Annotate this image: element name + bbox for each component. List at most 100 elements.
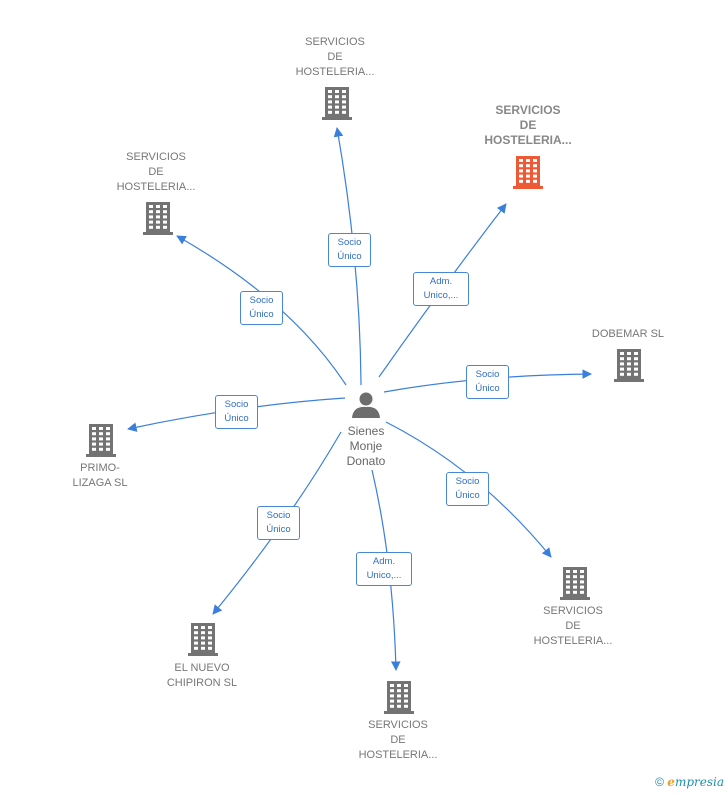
building-window bbox=[92, 437, 96, 441]
company-label-c8[interactable]: SERVICIOS DE HOSTELERIA... bbox=[358, 719, 438, 761]
building-window bbox=[404, 704, 408, 708]
building-window bbox=[533, 179, 537, 183]
person-body bbox=[352, 406, 380, 418]
relation-label-c2[interactable]: Adm. Unico,... bbox=[413, 272, 469, 306]
building-window bbox=[156, 210, 160, 214]
building-window bbox=[156, 215, 160, 219]
building-window bbox=[156, 220, 160, 224]
building-window bbox=[208, 641, 212, 645]
building-window bbox=[149, 225, 153, 229]
building-window bbox=[328, 110, 332, 114]
building-base bbox=[384, 711, 414, 714]
company-label-c4[interactable]: DOBEMAR SL bbox=[591, 328, 665, 340]
person-icon[interactable] bbox=[352, 392, 380, 419]
building-window bbox=[634, 372, 638, 376]
company-building-icon-c6[interactable] bbox=[560, 567, 590, 600]
company-building-icon-c7[interactable] bbox=[188, 623, 218, 656]
person-name[interactable]: Sienes Monje Donato bbox=[346, 424, 386, 468]
building-window bbox=[194, 626, 198, 629]
building-window bbox=[566, 575, 570, 579]
relation-label-c4[interactable]: Socio Único bbox=[466, 365, 509, 399]
brand-logo-e: e bbox=[667, 775, 675, 789]
company-building-icon-c2[interactable] bbox=[513, 156, 543, 189]
building-window bbox=[519, 179, 523, 183]
building-window bbox=[156, 205, 160, 208]
building-window bbox=[533, 174, 537, 178]
company-label-c6[interactable]: SERVICIOS DE HOSTELERIA... bbox=[533, 605, 613, 647]
relation-label-c5[interactable]: Socio Único bbox=[215, 395, 258, 429]
company-building-icon-c3[interactable] bbox=[143, 202, 173, 235]
building-window bbox=[404, 689, 408, 693]
building-window bbox=[634, 352, 638, 355]
building-window bbox=[634, 357, 638, 361]
building-window bbox=[390, 694, 394, 698]
building-window bbox=[580, 580, 584, 584]
building-window bbox=[194, 646, 198, 650]
building-window bbox=[573, 590, 577, 594]
building-window bbox=[627, 372, 631, 376]
building-window bbox=[404, 684, 408, 687]
relation-label-c3[interactable]: Socio Único bbox=[240, 291, 283, 325]
company-building-icon-c1[interactable] bbox=[322, 87, 352, 120]
building-window bbox=[519, 174, 523, 178]
company-building-icon-c5[interactable] bbox=[86, 424, 116, 457]
company-label-c3[interactable]: SERVICIOS DE HOSTELERIA... bbox=[116, 151, 196, 193]
company-label-c5[interactable]: PRIMO- LIZAGA SL bbox=[72, 462, 128, 489]
company-building-icon-c8[interactable] bbox=[384, 681, 414, 714]
building-window bbox=[328, 95, 332, 99]
building-window bbox=[620, 367, 624, 371]
building-window bbox=[390, 704, 394, 708]
building-window bbox=[208, 646, 212, 650]
building-window bbox=[335, 100, 339, 104]
building-window bbox=[335, 95, 339, 99]
building-window bbox=[99, 432, 103, 436]
building-window bbox=[335, 105, 339, 109]
building-window bbox=[92, 427, 96, 430]
brand-watermark: © empresia bbox=[655, 775, 724, 789]
building-window bbox=[99, 437, 103, 441]
building-window bbox=[533, 164, 537, 168]
building-window bbox=[627, 367, 631, 371]
relation-label-c7[interactable]: Socio Único bbox=[257, 506, 300, 540]
building-window bbox=[627, 357, 631, 361]
building-window bbox=[106, 447, 110, 451]
relation-label-c1[interactable]: Socio Único bbox=[328, 233, 371, 267]
building-window bbox=[519, 159, 523, 162]
building-window bbox=[404, 694, 408, 698]
company-label-c7[interactable]: EL NUEVO CHIPIRON SL bbox=[166, 662, 238, 689]
building-window bbox=[106, 437, 110, 441]
building-window bbox=[526, 169, 530, 173]
building-window bbox=[390, 699, 394, 703]
building-window bbox=[201, 646, 205, 650]
building-window bbox=[342, 100, 346, 104]
building-window bbox=[328, 100, 332, 104]
building-window bbox=[201, 631, 205, 635]
building-window bbox=[99, 427, 103, 430]
building-window bbox=[533, 169, 537, 173]
building-window bbox=[106, 442, 110, 446]
brand-logo-text: mpresia bbox=[674, 775, 724, 789]
building-window bbox=[328, 90, 332, 93]
building-window bbox=[99, 442, 103, 446]
building-window bbox=[526, 174, 530, 178]
building-window bbox=[404, 699, 408, 703]
building-window bbox=[92, 447, 96, 451]
relation-label-c6[interactable]: Socio Único bbox=[446, 472, 489, 506]
building-window bbox=[566, 590, 570, 594]
building-window bbox=[201, 636, 205, 640]
company-label-c2[interactable]: SERVICIOS DE HOSTELERIA... bbox=[484, 103, 572, 147]
building-base bbox=[188, 653, 218, 656]
building-window bbox=[149, 210, 153, 214]
building-window bbox=[163, 210, 167, 214]
building-window bbox=[620, 362, 624, 366]
company-label-c1[interactable]: SERVICIOS DE HOSTELERIA... bbox=[295, 36, 375, 78]
building-window bbox=[163, 220, 167, 224]
building-window bbox=[620, 352, 624, 355]
company-building-icon-c4[interactable] bbox=[614, 349, 644, 382]
relation-label-c8[interactable]: Adm. Unico,... bbox=[356, 552, 412, 586]
building-window bbox=[397, 689, 401, 693]
building-window bbox=[573, 580, 577, 584]
building-window bbox=[397, 699, 401, 703]
building-window bbox=[397, 684, 401, 687]
building-window bbox=[390, 689, 394, 693]
